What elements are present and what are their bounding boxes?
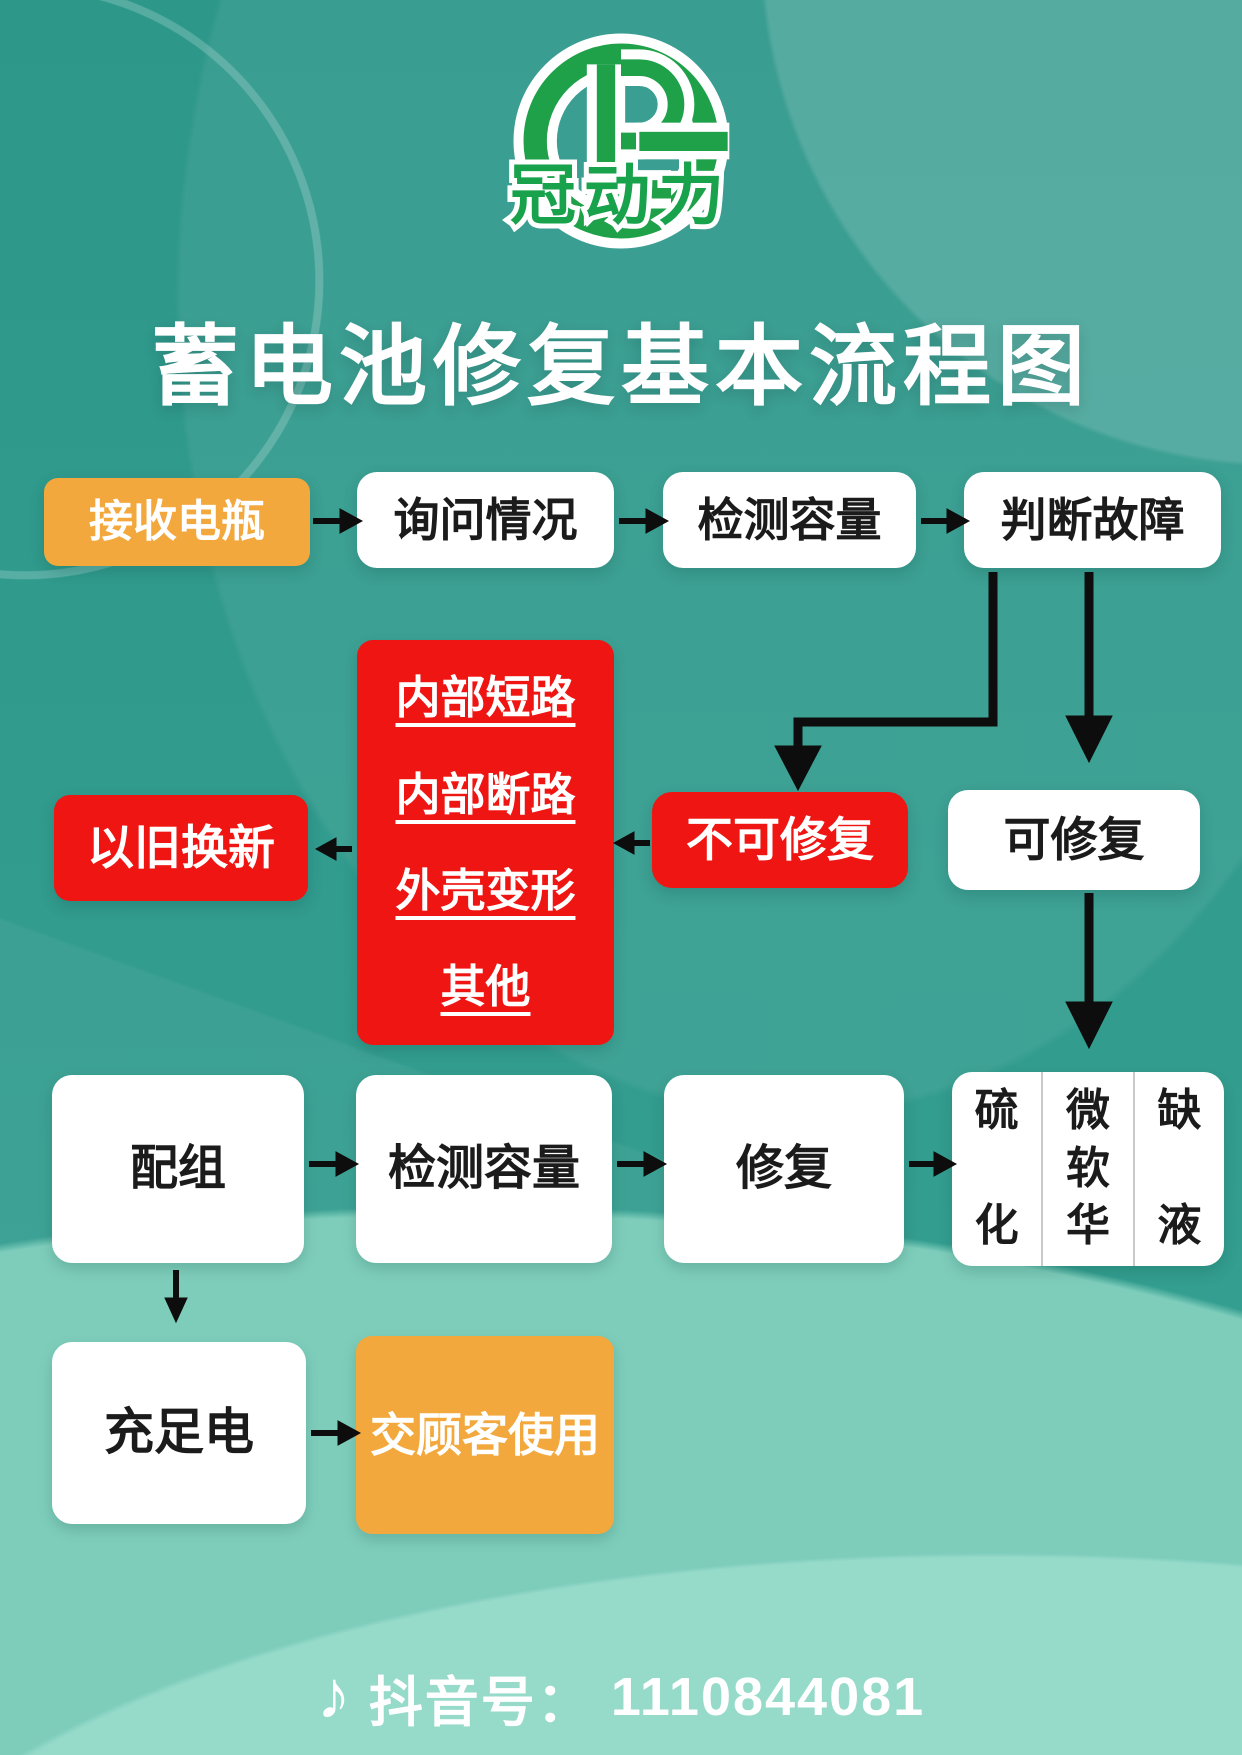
- footer-douyin-line: ♪ 抖音号： 1110844081: [0, 1642, 1242, 1752]
- douyin-label: 抖音号：: [368, 1672, 593, 1733]
- arrow-test2-to-fix: [617, 1151, 668, 1177]
- arrow-receive-to-ask: [313, 508, 364, 534]
- fault-item-internal-break: 内部断路: [395, 768, 576, 820]
- flow-box-grouping: 配组: [52, 1075, 304, 1263]
- arrow-group-to-charge: [164, 1270, 188, 1324]
- page-title: 蓄电池修复基本流程图: [150, 317, 1091, 416]
- flow-box-repairable: 可修复: [948, 790, 1200, 890]
- fault-item-other: 其他: [440, 961, 531, 1012]
- flow-box-repair: 修复: [664, 1075, 904, 1263]
- brand-name-text: 冠动力: [510, 158, 732, 232]
- flow-box-judge-fault: 判断故障: [964, 472, 1221, 568]
- flow-box-test-capacity-1: 检测容量: [663, 472, 916, 568]
- repair-type-low-liquid: 缺液: [1132, 1072, 1224, 1266]
- arrow-judge-to-unrepairable: [774, 572, 998, 792]
- brand-name: 冠动力: [505, 153, 732, 237]
- fault-item-case-deformed: 外壳变形: [395, 864, 576, 916]
- flow-box-full-charge: 充足电: [52, 1342, 306, 1524]
- flow-box-trade-in: 以旧换新: [54, 795, 308, 901]
- flow-box-test-capacity-2: 检测容量: [356, 1075, 612, 1263]
- glp-logo-icon: [513, 33, 730, 249]
- flow-box-receive-battery: 接收电瓶: [44, 478, 310, 566]
- music-note-icon: ♪: [316, 1657, 351, 1733]
- fault-item-internal-short: 内部短路: [395, 672, 576, 724]
- repair-type-sulfation: 硫化: [974, 1086, 1019, 1251]
- arrow-test-to-judge: [921, 508, 971, 534]
- repair-type-softening: 微软华: [1041, 1072, 1132, 1266]
- flow-box-fault-list: 内部短路 内部断路 外壳变形 其他: [357, 640, 614, 1045]
- arrow-fix-to-types: [909, 1151, 958, 1177]
- flow-box-repair-types: 硫化 微软华 缺液: [952, 1072, 1224, 1266]
- douyin-account-id: 1110844081: [610, 1667, 926, 1727]
- arrow-faultlist-to-tradein: [314, 837, 352, 861]
- arrow-charge-to-deliver: [311, 1420, 362, 1446]
- arrow-ask-to-test: [619, 508, 670, 534]
- arrow-unrepairable-to-faultlist: [612, 831, 650, 855]
- flow-box-ask-situation: 询问情况: [357, 472, 614, 568]
- arrow-judge-to-repairable: [1065, 572, 1113, 764]
- arrow-repairable-to-types: [1065, 893, 1113, 1050]
- arrow-group-to-test2: [309, 1151, 360, 1177]
- flow-box-unrepairable: 不可修复: [652, 792, 908, 888]
- flow-box-deliver-to-customer: 交顾客使用: [356, 1336, 614, 1534]
